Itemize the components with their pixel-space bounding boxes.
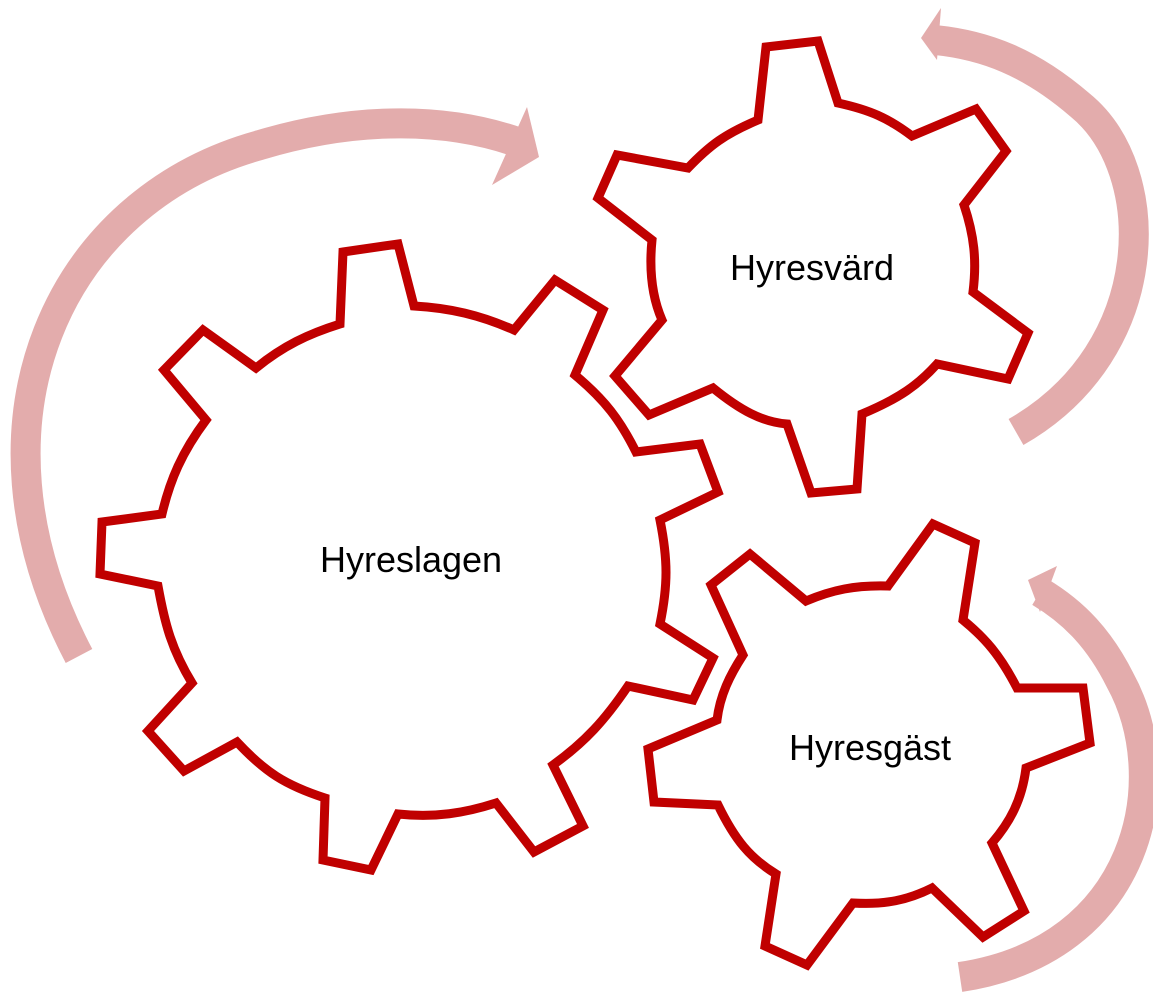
gear-hyresgast-outline <box>643 518 1095 971</box>
arrow-around-hyresgast-arc <box>957 579 1153 992</box>
gear-hyreslagen-outline <box>95 238 724 876</box>
arrow-around-hyresgast <box>957 566 1153 992</box>
arrow-around-hyreslagen <box>10 107 539 663</box>
arrow-around-hyresvard-arc <box>933 25 1149 446</box>
gear-hyresgast-label: Hyresgäst <box>789 727 951 768</box>
arrow-around-hyreslagen-arc <box>10 108 526 663</box>
arrow-around-hyresvard <box>921 8 1149 446</box>
gear-hyresvard-label: Hyresvärd <box>730 247 894 288</box>
arrow-around-hyresgast-head <box>1028 566 1057 612</box>
gear-hyreslagen: Hyreslagen <box>95 238 724 876</box>
gear-hyresvard: Hyresvärd <box>592 36 1034 498</box>
gear-hyresvard-outline <box>592 36 1034 498</box>
arrow-around-hyresvard-head <box>921 8 941 60</box>
gear-hyreslagen-label: Hyreslagen <box>320 539 502 580</box>
gear-hyresgast: Hyresgäst <box>643 518 1095 971</box>
arrow-around-hyreslagen-head <box>492 107 539 185</box>
